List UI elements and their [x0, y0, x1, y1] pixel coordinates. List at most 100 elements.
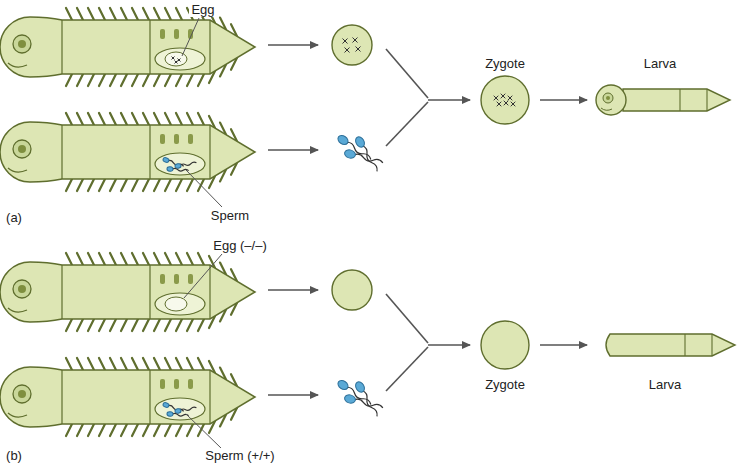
egg-in-gonad — [165, 297, 187, 311]
bristle — [77, 8, 83, 20]
sperm-head — [167, 412, 173, 417]
nephridium-dot — [160, 134, 165, 144]
bristle — [66, 74, 72, 86]
mouth — [8, 63, 27, 67]
bristle — [77, 113, 83, 125]
segment-line — [209, 265, 210, 319]
sperm-head — [354, 135, 366, 149]
mouth — [8, 308, 27, 312]
egg-in-gonad — [165, 52, 187, 66]
nephridium-dot — [160, 274, 165, 284]
worm-body — [0, 122, 255, 182]
bristle — [66, 253, 72, 265]
process-arrow — [268, 289, 318, 291]
segment-line — [61, 20, 62, 74]
chromosome-mark — [497, 102, 502, 107]
larva-head — [596, 85, 626, 115]
segment-line — [711, 334, 712, 356]
bristle — [88, 424, 94, 436]
bristle — [143, 319, 149, 331]
sperm-cell — [162, 402, 184, 414]
eye — [13, 385, 31, 403]
part-label: Sperm (+/+) — [203, 448, 276, 463]
process-arrow — [540, 344, 587, 346]
process-arrow — [268, 44, 318, 46]
bristle — [165, 74, 171, 86]
part-label: Sperm — [209, 208, 251, 223]
bristle — [110, 319, 116, 331]
merge-line — [386, 49, 428, 98]
part-label: Egg — [189, 2, 216, 17]
bristle — [143, 253, 149, 265]
bristle — [77, 424, 83, 436]
zygote-cell — [481, 321, 529, 369]
merge-line — [386, 102, 428, 146]
part-label: Zygote — [483, 377, 527, 392]
segment-line — [679, 89, 680, 111]
sperm-tail — [180, 407, 197, 412]
bristle — [187, 253, 193, 265]
bristle — [99, 253, 105, 265]
sperm-head — [354, 380, 366, 394]
bristle — [99, 179, 105, 191]
nephridium-dot — [174, 134, 179, 144]
leader-line — [186, 170, 222, 207]
chromosome-mark — [345, 48, 350, 53]
bristle — [165, 358, 171, 370]
bristle — [187, 358, 193, 370]
eye-pupil — [18, 40, 26, 48]
sperm-head — [336, 379, 350, 392]
gonad — [155, 293, 205, 315]
mouth — [8, 168, 27, 172]
part-label: Larva — [647, 377, 684, 392]
sperm-head — [344, 149, 357, 160]
bristle — [187, 319, 193, 331]
process-arrow — [268, 149, 318, 151]
bristle — [77, 358, 83, 370]
sperm-head — [167, 167, 173, 172]
bristle — [88, 113, 94, 125]
bristle — [176, 8, 182, 20]
bristle — [99, 319, 105, 331]
bristle — [154, 253, 160, 265]
sperm-cell — [175, 161, 197, 169]
sperm-cell — [167, 167, 189, 173]
bristle — [198, 319, 204, 331]
sperm-tail — [180, 162, 197, 167]
bristle — [88, 74, 94, 86]
egg-cell — [332, 270, 372, 310]
bristle — [143, 424, 149, 436]
sperm-cell — [344, 149, 384, 167]
bristle — [154, 74, 160, 86]
bristle — [110, 424, 116, 436]
nephridium-dot — [174, 274, 179, 284]
bristle — [154, 8, 160, 20]
bristle — [88, 358, 94, 370]
bristle — [66, 113, 72, 125]
bristle — [99, 113, 105, 125]
bristle — [187, 74, 193, 86]
bristle — [143, 113, 149, 125]
eye — [603, 93, 613, 103]
merge-line — [386, 347, 428, 391]
bristle — [88, 8, 94, 20]
eye — [13, 280, 31, 298]
bristle — [121, 358, 127, 370]
bristle — [99, 8, 105, 20]
sperm-cell — [175, 406, 197, 414]
bristle — [110, 74, 116, 86]
bristle — [165, 253, 171, 265]
bristle — [77, 253, 83, 265]
bristle — [99, 74, 105, 86]
segment-line — [684, 334, 685, 356]
eye — [13, 35, 31, 53]
bristle — [198, 113, 204, 125]
bristle — [121, 8, 127, 20]
chromosome-mark — [178, 59, 181, 62]
nephridium-dot — [174, 379, 179, 389]
segment-line — [149, 370, 150, 424]
bristle — [198, 74, 204, 86]
bristle — [187, 113, 193, 125]
eye — [13, 140, 31, 158]
